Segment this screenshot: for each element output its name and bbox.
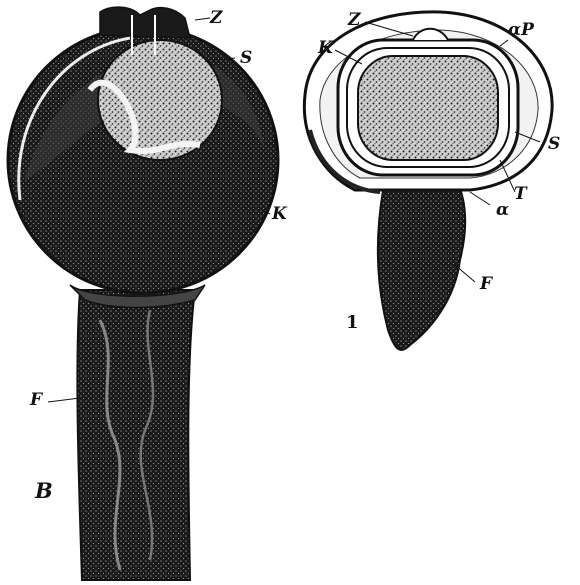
label-left-f: F bbox=[30, 392, 42, 409]
label-right-k: K bbox=[318, 40, 333, 57]
label-right-1: 1 bbox=[346, 314, 359, 332]
right-inner-body bbox=[358, 56, 498, 160]
label-left-z: Z bbox=[210, 10, 222, 27]
right-specimen bbox=[304, 12, 552, 350]
right-stalk bbox=[378, 170, 465, 350]
label-right-a: α bbox=[496, 202, 509, 219]
label-right-ap: αP bbox=[508, 22, 534, 39]
left-stalk bbox=[77, 290, 195, 580]
label-left-b: B bbox=[35, 480, 53, 501]
left-tuft bbox=[100, 7, 190, 38]
label-right-s: S bbox=[548, 136, 560, 153]
label-left-k: K bbox=[272, 206, 287, 223]
label-right-f: F bbox=[480, 276, 492, 293]
label-right-z: Z bbox=[348, 12, 360, 29]
left-inner-body bbox=[98, 40, 222, 160]
label-right-t: T bbox=[514, 186, 527, 203]
label-left-s: S bbox=[240, 50, 252, 67]
